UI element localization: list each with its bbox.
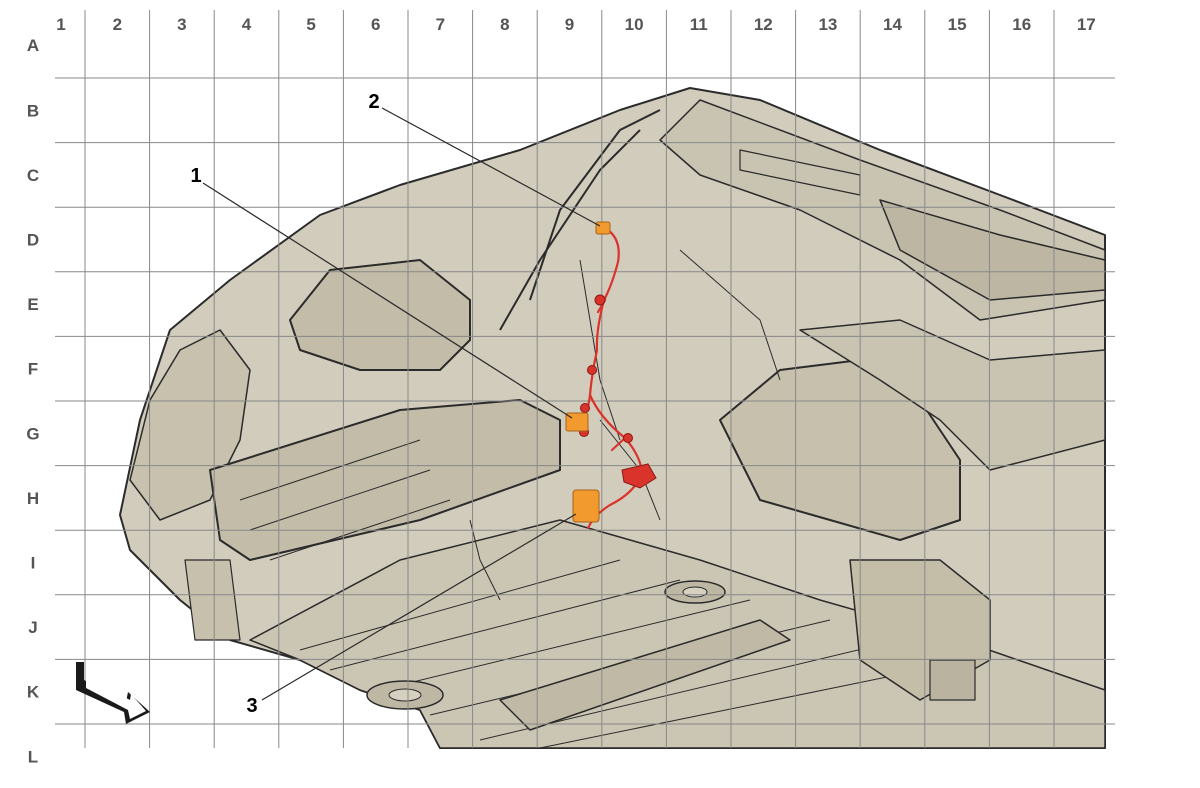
floor-pan (249, 519, 1106, 749)
callout-label-1: 1 (190, 165, 201, 187)
harness-main (578, 226, 620, 427)
side-panel-opening (799, 319, 1106, 471)
grid-column-label: 12 (754, 15, 773, 34)
grid-column-label: 9 (565, 15, 574, 34)
grid-column-label: 3 (177, 15, 186, 34)
rubber-pad-rear-inner (388, 688, 422, 702)
grid-row-label: D (27, 231, 39, 250)
grid-column-label: 14 (883, 15, 902, 34)
grid-column-label: 10 (625, 15, 644, 34)
grid-column-label: 15 (948, 15, 967, 34)
leader-1 (202, 182, 573, 419)
harness-connectors (565, 221, 611, 523)
grid-row-label: J (28, 618, 37, 637)
connector-lower (572, 489, 600, 523)
grid-row-label: H (27, 489, 39, 508)
c-pillar (529, 109, 661, 301)
callout-label-3: 3 (246, 695, 257, 717)
grid-row-label: G (26, 424, 39, 443)
grid-column-label: 17 (1077, 15, 1096, 34)
grid-lines (55, 10, 1115, 748)
grid-column-label: 16 (1012, 15, 1031, 34)
grid-column-label: 7 (436, 15, 445, 34)
leader-3 (261, 513, 577, 701)
rubber-pad-center-inner (682, 586, 708, 598)
rear-wheelhouse (719, 359, 961, 541)
grid-row-label: F (28, 360, 38, 379)
harness-clips (579, 294, 657, 489)
side-bracket (184, 559, 241, 641)
grid-row-label: A (27, 36, 39, 55)
grid-row-label: K (27, 683, 40, 702)
d-pillar (499, 129, 641, 331)
grid-column-label: 11 (690, 15, 708, 34)
vehicle-body (119, 87, 1106, 749)
grid-column-label: 13 (818, 15, 837, 34)
harness-clip (594, 294, 606, 306)
leader-2 (381, 107, 601, 227)
grid-row-label: C (27, 166, 39, 185)
sunroof-opening (879, 199, 1106, 301)
direction-arrow-icon (76, 662, 150, 724)
grid-column-label: 4 (242, 15, 252, 34)
grid-column-label: 8 (500, 15, 509, 34)
rear-window-frame (289, 259, 471, 371)
grid-column-label: 6 (371, 15, 380, 34)
grid-column-label: 2 (113, 15, 122, 34)
harness-junction (621, 463, 657, 489)
callout-label-2: 2 (368, 91, 379, 113)
grid-column-label: 1 (56, 15, 65, 34)
bracket (929, 659, 976, 701)
grid-column-label: 5 (306, 15, 315, 34)
grid-row-label: B (27, 101, 39, 120)
grid-row-label: L (28, 747, 38, 766)
longitudinal-rail (499, 619, 791, 731)
callout-leaders (202, 107, 601, 701)
harness-clip (580, 403, 590, 413)
harness-clip (587, 365, 597, 375)
connector-upper (595, 221, 611, 235)
grid-row-labels: A B C D E F G H I J K L (26, 36, 39, 766)
grid-row-label: E (27, 295, 38, 314)
harness-clip (623, 433, 633, 443)
grid-row-label: I (31, 554, 36, 573)
